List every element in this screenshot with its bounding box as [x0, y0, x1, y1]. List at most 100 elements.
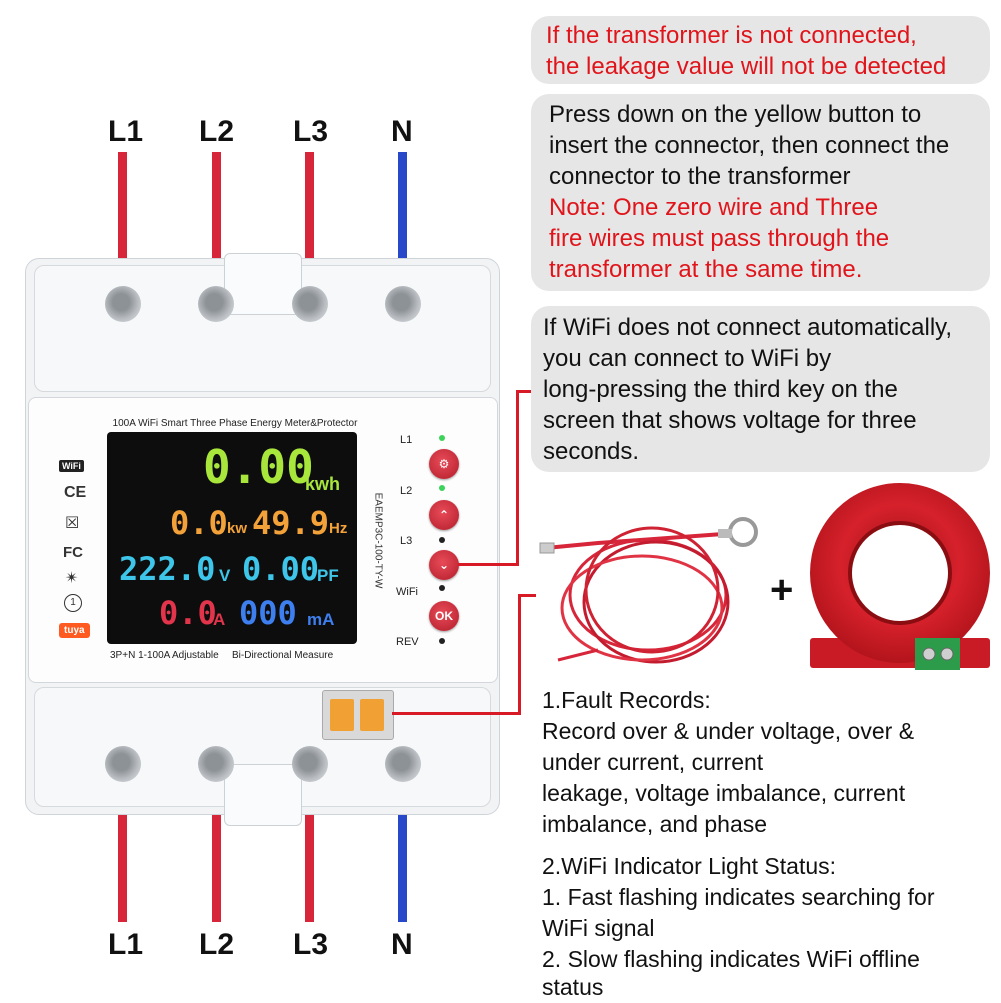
wifi-note-line: seconds. — [543, 438, 640, 465]
device-footer-right: Bi-Directional Measure — [232, 650, 334, 661]
indicator-label-l3: L3 — [400, 535, 413, 547]
power-unit: kw — [227, 520, 248, 537]
wire-top-n — [398, 152, 407, 262]
plus-sign: + — [770, 568, 794, 612]
connection-icon: ✴ — [65, 570, 79, 587]
connector-note-line: Press down on the yellow button to — [549, 101, 922, 128]
yellow-connector-button[interactable] — [322, 690, 394, 740]
device-footer-left: 3P+N 1-100A Adjustable — [110, 650, 219, 661]
frequency-unit: Hz — [329, 520, 348, 537]
led-l2 — [439, 485, 445, 491]
wifi-status-line: WiFi signal — [542, 915, 655, 941]
connector-note-line: insert the connector, then connect the — [549, 132, 950, 159]
top-clip — [224, 253, 302, 315]
up-button[interactable]: ⌃ — [429, 500, 459, 530]
model-number: EAEMP3C-100-TY-W — [372, 492, 384, 589]
callout-line — [392, 712, 520, 715]
weee-bin-icon: ☒ — [65, 515, 80, 532]
terminal-label-bottom-l2: L2 — [199, 928, 235, 961]
wifi-status-line: 1. Fast flashing indicates searching for — [542, 884, 935, 910]
connector-slot — [360, 699, 384, 731]
callout-line — [516, 390, 519, 566]
terminal-label-bottom-n: N — [391, 928, 413, 961]
indicator-label-wifi: WiFi — [396, 586, 418, 598]
indicator-label-l2: L2 — [400, 485, 413, 497]
energy-unit: kwh — [305, 474, 341, 494]
screw-icon — [105, 286, 141, 322]
power-value: 0.0 — [170, 504, 228, 542]
callout-line — [516, 390, 531, 393]
terminal-label-bottom-l1: L1 — [108, 928, 144, 961]
settings-button[interactable]: ⚙ — [429, 449, 459, 479]
transformer-ring-icon — [810, 483, 990, 670]
led-wifi — [439, 585, 445, 591]
connector-slot — [330, 699, 354, 731]
wire-bottom-l1 — [118, 812, 127, 922]
pf-value: 0.00 — [242, 550, 320, 588]
frequency-value: 49.9 — [252, 504, 330, 542]
transformer-note-bubble: If the transformer is not connected, the… — [531, 16, 990, 84]
chevron-down-icon: ⌄ — [438, 558, 450, 572]
fault-records-line: leakage, voltage imbalance, current — [542, 780, 906, 806]
energy-value: 0.00 — [203, 440, 314, 494]
fault-records-line: under current, current — [542, 749, 764, 775]
fc-mark-icon: FC — [63, 544, 83, 561]
wifi-note-line: screen that shows voltage for three — [543, 407, 917, 434]
voltage-value: 222.0 — [119, 550, 216, 588]
wifi-note-line: you can connect to WiFi by — [543, 345, 832, 372]
connector-warning-line: Note: One zero wire and Three — [549, 194, 879, 221]
down-button[interactable]: ⌄ — [429, 550, 459, 580]
pf-unit: PF — [317, 566, 339, 585]
ce-mark-icon: CE — [64, 484, 87, 501]
lcd-screen: 0.00 kwh 0.0 kw 49.9 Hz 222.0 V 0.00 PF … — [107, 432, 357, 644]
voltage-unit: V — [219, 566, 231, 585]
fault-records-line: Record over & under voltage, over & — [542, 718, 915, 744]
ok-button[interactable]: OK — [429, 601, 459, 631]
callout-line — [518, 594, 536, 597]
red-cable-icon — [539, 517, 758, 664]
callout-line — [458, 563, 518, 566]
screw-icon — [198, 746, 234, 782]
led-rev — [439, 638, 445, 644]
connector-note-bubble: Press down on the yellow button to inser… — [531, 94, 990, 291]
wifi-note-bubble: If WiFi does not connect automatically, … — [531, 306, 990, 472]
screw-icon — [198, 286, 234, 322]
transformer-note-line: the leakage value will not be detected — [546, 53, 947, 80]
wire-bottom-n — [398, 812, 407, 922]
wifi-status-line: 2. Slow flashing indicates WiFi offline — [542, 946, 920, 972]
current-unit: A — [213, 610, 226, 629]
terminal-label-top-l3: L3 — [293, 115, 329, 148]
wire-top-l3 — [305, 152, 314, 262]
connector-warning-line: fire wires must pass through the — [549, 225, 890, 252]
wifi-badge: WiFi — [59, 460, 84, 472]
wire-bottom-l3 — [305, 812, 314, 922]
wire-top-l2 — [212, 152, 221, 262]
screw-icon — [292, 746, 328, 782]
terminal-label-bottom-l3: L3 — [293, 928, 329, 961]
screw-icon — [105, 746, 141, 782]
indicator-label-l1: L1 — [400, 434, 413, 446]
indicator-label-rev: REV — [396, 636, 419, 648]
current-value: 0.0 — [159, 594, 217, 632]
screw-icon — [292, 286, 328, 322]
terminal-label-top-l1: L1 — [108, 115, 144, 148]
power-icon: 1 — [64, 594, 82, 612]
leakage-value: 000 — [239, 594, 297, 632]
terminal-label-top-l2: L2 — [199, 115, 235, 148]
connector-warning-line: transformer at the same time. — [549, 256, 863, 283]
bottom-clip — [224, 764, 302, 826]
wifi-note-line: If WiFi does not connect automatically, — [543, 314, 953, 341]
terminal-label-top-n: N — [391, 115, 413, 148]
tuya-logo: tuya — [59, 623, 90, 638]
transformer-note-line: If the transformer is not connected, — [546, 22, 917, 49]
screw-icon — [385, 746, 421, 782]
screw-icon — [385, 286, 421, 322]
leakage-unit: mA — [307, 610, 335, 629]
connector-note-line: connector to the transformer — [549, 163, 851, 190]
gear-icon: ⚙ — [438, 457, 450, 471]
wifi-status-line: status — [542, 974, 604, 1000]
device-header: 100A WiFi Smart Three Phase Energy Meter… — [112, 418, 358, 429]
wire-bottom-l2 — [212, 812, 221, 922]
led-l1 — [439, 435, 445, 441]
wifi-note-line: long-pressing the third key on the — [543, 376, 898, 403]
